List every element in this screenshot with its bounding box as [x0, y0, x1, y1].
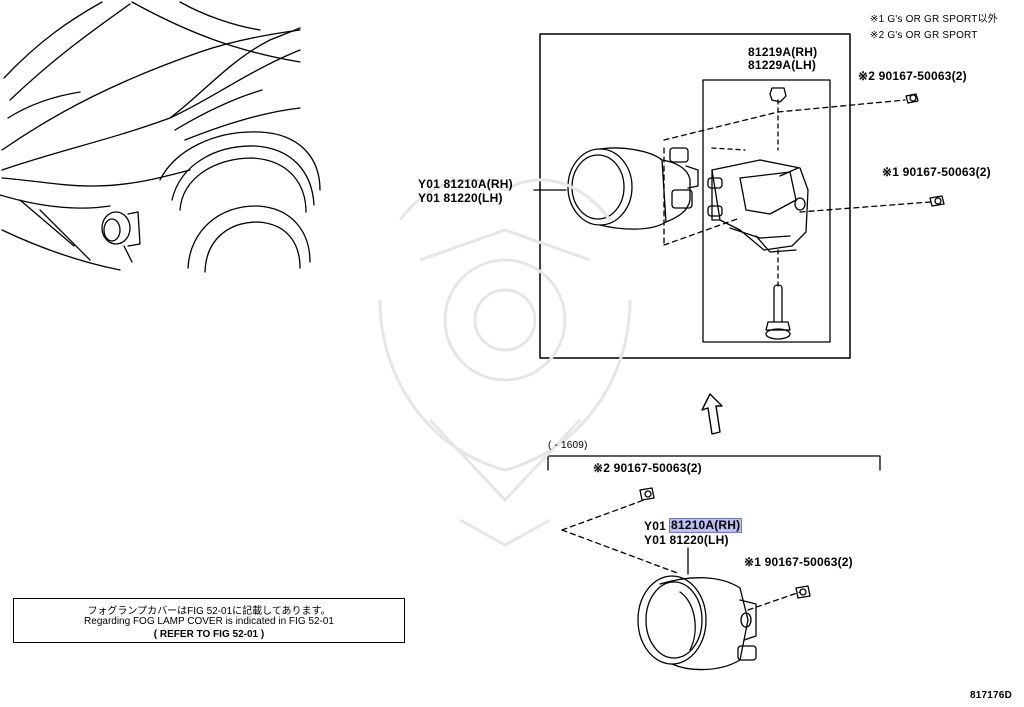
- part-90167-lower-right[interactable]: ※1 90167-50063(2): [744, 555, 853, 569]
- screw-upper-2: [929, 195, 945, 207]
- lower-fog-lamp: [637, 575, 757, 671]
- long-screw: [765, 284, 791, 340]
- part-81220-lower[interactable]: Y01 81220(LH): [644, 533, 729, 547]
- date-bracket: [547, 455, 881, 471]
- screw-lower-top: [639, 487, 655, 501]
- part-81210a-lower-prefix: Y01: [644, 519, 666, 533]
- screw-lower-right: [795, 585, 811, 599]
- part-90167-lower-top[interactable]: ※2 90167-50063(2): [593, 461, 702, 475]
- part-90167-mid[interactable]: ※1 90167-50063(2): [882, 165, 991, 179]
- note-line-1: フォグランプカバーはFIG 52-01に記載してあります。: [87, 606, 331, 617]
- upper-fog-lamp: [567, 147, 699, 230]
- legend-line-1: ※1 G's OR GR SPORT以外: [870, 14, 999, 25]
- part-81220-upper[interactable]: Y01 81220(LH): [418, 191, 503, 205]
- screw-upper-1: [905, 93, 919, 104]
- figure-code: 817176D: [970, 690, 1012, 701]
- part-81229a[interactable]: 81229A(LH): [748, 58, 817, 72]
- up-arrow: [701, 393, 723, 435]
- part-90167-top[interactable]: ※2 90167-50063(2): [858, 69, 967, 83]
- bracket-box: [702, 79, 831, 343]
- part-81210a-lower[interactable]: 81210A(RH): [668, 518, 743, 533]
- car-front-illustration: [0, 1, 321, 273]
- legend-line-2: ※2 G's OR GR SPORT: [870, 30, 978, 41]
- note-line-3[interactable]: ( REFER TO FIG 52-01 ): [153, 629, 265, 640]
- date-range: ( - 1609): [548, 440, 588, 451]
- part-81219a[interactable]: 81219A(RH): [748, 45, 818, 59]
- part-81210a-upper[interactable]: Y01 81210A(RH): [418, 177, 513, 191]
- detail-box: [539, 33, 851, 359]
- note-line-2: Regarding FOG LAMP COVER is indicated in…: [84, 616, 334, 627]
- bracket: [707, 159, 809, 253]
- note-box: フォグランプカバーはFIG 52-01に記載してあります。 Regarding …: [13, 598, 405, 643]
- watermark-emblem: [378, 178, 632, 547]
